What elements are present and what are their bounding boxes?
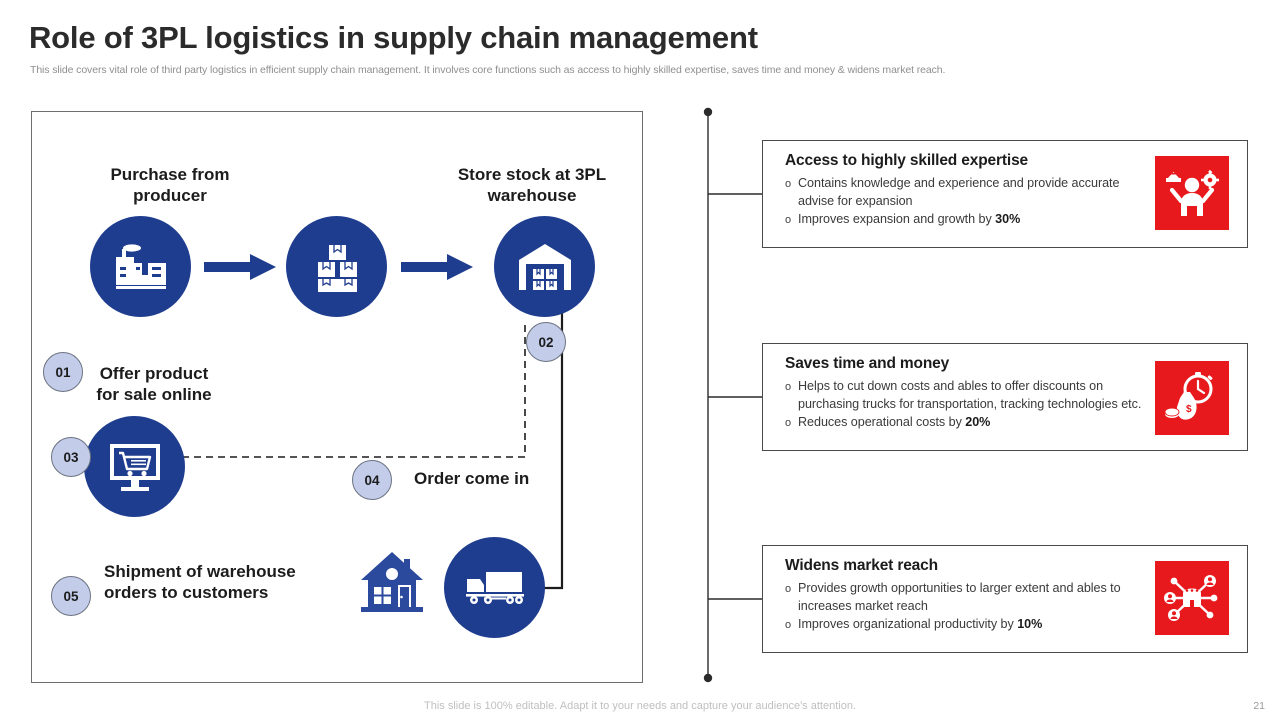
bullet-text: Contains knowledge and experience and pr… bbox=[798, 176, 1120, 208]
bullet-marker: o bbox=[785, 583, 792, 595]
card-title: Access to highly skilled expertise bbox=[785, 152, 1029, 169]
list-item: o Reduces operational costs by 20% bbox=[785, 414, 1145, 432]
bullet-text: Provides growth opportunities to larger … bbox=[798, 581, 1121, 613]
step-number-01: 01 bbox=[43, 352, 83, 392]
warehouse-icon bbox=[494, 216, 595, 317]
process-arrow-1 bbox=[204, 254, 276, 280]
online-shop-icon bbox=[84, 416, 185, 517]
savings-clock-icon: $ bbox=[1155, 361, 1229, 435]
bullet-text: Improves organizational productivity by … bbox=[798, 617, 1043, 631]
step-number-03: 03 bbox=[51, 437, 91, 477]
card-bullet-list: o Provides growth opportunities to large… bbox=[785, 580, 1145, 635]
bullet-marker: o bbox=[785, 178, 792, 190]
card-title: Saves time and money bbox=[785, 355, 950, 372]
bullet-marker: o bbox=[785, 214, 792, 226]
card-bullet-list: o Helps to cut down costs and ables to o… bbox=[785, 378, 1145, 433]
stacked-boxes-icon bbox=[286, 216, 387, 317]
list-item: o Improves expansion and growth by 30% bbox=[785, 211, 1145, 229]
house-icon bbox=[361, 552, 423, 612]
card-bullet-list: o Contains knowledge and experience and … bbox=[785, 175, 1145, 230]
svg-text:$: $ bbox=[1186, 404, 1192, 415]
benefit-card-expertise[interactable]: Access to highly skilled expertise o Con… bbox=[762, 140, 1248, 248]
process-arrow-2 bbox=[401, 254, 473, 280]
card-title: Widens market reach bbox=[785, 557, 938, 574]
bullet-marker: o bbox=[785, 417, 792, 429]
list-item: o Contains knowledge and experience and … bbox=[785, 175, 1145, 210]
list-item: o Helps to cut down costs and ables to o… bbox=[785, 378, 1145, 413]
page-title: Role of 3PL logistics in supply chain ma… bbox=[29, 20, 758, 55]
list-item: o Provides growth opportunities to large… bbox=[785, 580, 1145, 615]
page-subtitle: This slide covers vital role of third pa… bbox=[30, 64, 946, 76]
bullet-marker: o bbox=[785, 619, 792, 631]
network-reach-icon bbox=[1155, 561, 1229, 635]
factory-icon bbox=[90, 216, 191, 317]
step-number-02: 02 bbox=[526, 322, 566, 362]
bullet-text: Reduces operational costs by 20% bbox=[798, 415, 991, 429]
page-number: 21 bbox=[1253, 700, 1265, 712]
step-label-04: Order come in bbox=[414, 469, 530, 488]
step-number-05: 05 bbox=[51, 576, 91, 616]
expertise-icon bbox=[1155, 156, 1229, 230]
footer-note: This slide is 100% editable. Adapt it to… bbox=[424, 700, 856, 712]
bullet-marker: o bbox=[785, 381, 792, 393]
benefit-card-market-reach[interactable]: Widens market reach o Provides growth op… bbox=[762, 545, 1248, 653]
bullet-text: Improves expansion and growth by 30% bbox=[798, 212, 1021, 226]
truck-icon bbox=[444, 537, 545, 638]
bullet-text: Helps to cut down costs and ables to off… bbox=[798, 379, 1142, 411]
list-item: o Improves organizational productivity b… bbox=[785, 616, 1145, 634]
step-number-04: 04 bbox=[352, 460, 392, 500]
benefit-card-savings[interactable]: Saves time and money o Helps to cut down… bbox=[762, 343, 1248, 451]
